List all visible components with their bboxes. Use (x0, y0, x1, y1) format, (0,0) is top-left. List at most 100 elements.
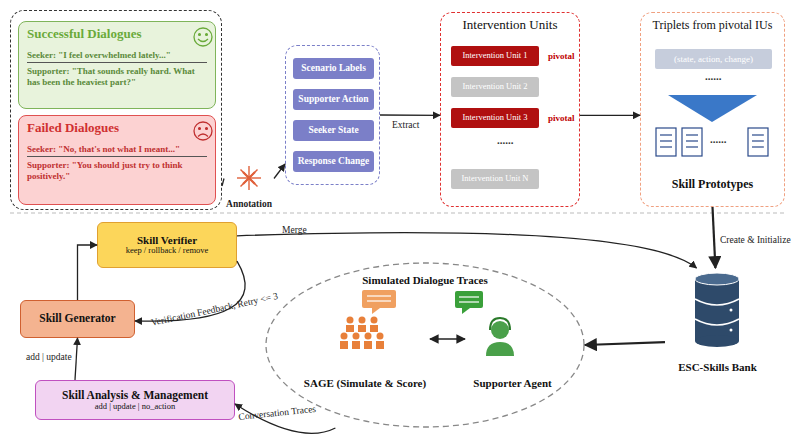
document-icon (752, 140, 764, 141)
crowd-icon (341, 333, 348, 340)
connector-arrow (237, 233, 697, 268)
label-box: Supporter Action (293, 89, 374, 110)
verifier-box: Skill Verifierkeep / rollback / remove (97, 222, 237, 268)
label-box: Response Change (293, 151, 374, 172)
node-text: Skill Prototypes (641, 178, 784, 192)
crowd-icon (359, 317, 366, 324)
smiley-icon (206, 34, 208, 36)
database-icon (730, 309, 733, 312)
frown-icon (206, 128, 208, 130)
annotation-star (241, 170, 258, 187)
connector-arrow (235, 404, 335, 433)
generator-box: Skill Generator (20, 300, 135, 338)
node-title: Scenario Labels (301, 63, 366, 74)
dialogue-box: Failed DialoguesSeeker: "No, that's not … (18, 115, 216, 205)
document-icon (752, 134, 764, 135)
connector-arrow (78, 245, 98, 300)
node-title: Successful Dialogues (27, 27, 141, 42)
node-title: Failed Dialogues (27, 121, 119, 136)
crowd-icon (352, 341, 360, 349)
annotation-group: Scenario LabelsSupporter ActionSeeker St… (285, 45, 380, 185)
document-icon (686, 134, 698, 135)
crowd-icon (347, 317, 354, 324)
annotation-star (237, 166, 261, 190)
edge-label: add | update (26, 352, 72, 362)
dialogue-box: Successful DialoguesSeeker: "I feel over… (18, 21, 216, 109)
node-text: add | update | no_action (95, 402, 175, 412)
ellipse-outline (265, 262, 585, 428)
agent-icon (491, 321, 509, 339)
node-title: Seeker State (308, 125, 358, 136)
document-icon (660, 146, 672, 147)
node-title: Intervention Unit 3 (462, 113, 527, 123)
node-title: Skill Analysis & Management (62, 389, 208, 402)
annotation-marker: Annotation (224, 165, 274, 210)
node-title: Intervention Unit 1 (462, 51, 527, 61)
group-container: Successful DialoguesSeeker: "I feel over… (10, 10, 222, 210)
ellipse-outline (266, 263, 584, 427)
node-title: Intervention Unit N (461, 174, 528, 184)
smiley-icon (194, 28, 212, 46)
node-title: Supporter Agent (473, 377, 551, 390)
label-box: Seeker State (293, 120, 374, 141)
document-icon (752, 146, 764, 147)
database-icon (730, 329, 733, 332)
unit-container: Intervention UnitsIntervention Unit 1piv… (440, 12, 580, 207)
document-icon (686, 146, 698, 147)
database-icon (695, 335, 739, 347)
connector-arrow (713, 207, 716, 268)
database-icon (695, 273, 739, 285)
crowd-icon (346, 325, 354, 332)
separator-line (10, 213, 785, 214)
connector-arrow (380, 114, 440, 116)
database-icon (695, 273, 739, 347)
frown-icon (194, 122, 212, 140)
agent-icon (490, 318, 510, 330)
document-icon (660, 134, 672, 135)
crowd-icon (340, 341, 348, 349)
unit-box: Intervention Unit 1pivotal (451, 46, 539, 66)
edge-label: Extract (392, 120, 419, 130)
crowd-icon (376, 341, 384, 349)
frown-icon (198, 134, 208, 137)
crowd-icon (353, 333, 360, 340)
agent-icon (486, 342, 514, 356)
chat-bubble-icon (459, 301, 479, 302)
crowd-icon (340, 317, 384, 350)
connector-arrow (580, 115, 640, 116)
chat-bubble-icon (367, 295, 391, 296)
connector-arrow (274, 164, 285, 179)
crowd-icon (364, 341, 372, 349)
node-title: Simulated Dialogue Traces (362, 274, 487, 287)
down-arrow-shape (668, 95, 757, 122)
node-title: Supporter Action (298, 94, 368, 105)
edge-label: Merge (282, 225, 307, 235)
skill-bank: ESC-Skills Bank (665, 268, 770, 374)
annotation-star (241, 170, 258, 187)
database-icon (695, 279, 739, 341)
analysis-box: Skill Analysis & Managementadd | update … (35, 380, 235, 420)
document-icon (660, 140, 672, 141)
crowd-icon (377, 333, 384, 340)
node-title: Response Change (298, 156, 370, 167)
chat-bubble-icon (462, 308, 470, 314)
connector-arrow (222, 179, 224, 187)
annotation-star (237, 177, 261, 178)
node-text: Supporter: "That sounds really hard. Wha… (27, 66, 207, 87)
edge-label: Verification Feedback, Retry <= 3 (150, 291, 279, 328)
unit-box: Intervention Unit N (451, 169, 539, 189)
prototype-container: Triplets from pivotal IUsSkill Prototype… (640, 12, 785, 207)
simulator-agent: SAGE (Simulate & Score) (300, 288, 430, 390)
chat-bubble-icon (372, 308, 380, 314)
node-text: Supporter: "You should just try to think… (27, 160, 207, 181)
node-title: Annotation (226, 199, 272, 210)
supporter-agent: Supporter Agent (465, 288, 560, 390)
document-icon (656, 128, 676, 156)
document-icon (656, 128, 676, 156)
ellipsis-label: ...... (705, 70, 722, 82)
document-icon (748, 128, 768, 156)
smiley-icon (199, 34, 201, 36)
database-icon (695, 299, 739, 305)
connector-arrow (430, 338, 465, 340)
connector-arrow (75, 338, 78, 380)
